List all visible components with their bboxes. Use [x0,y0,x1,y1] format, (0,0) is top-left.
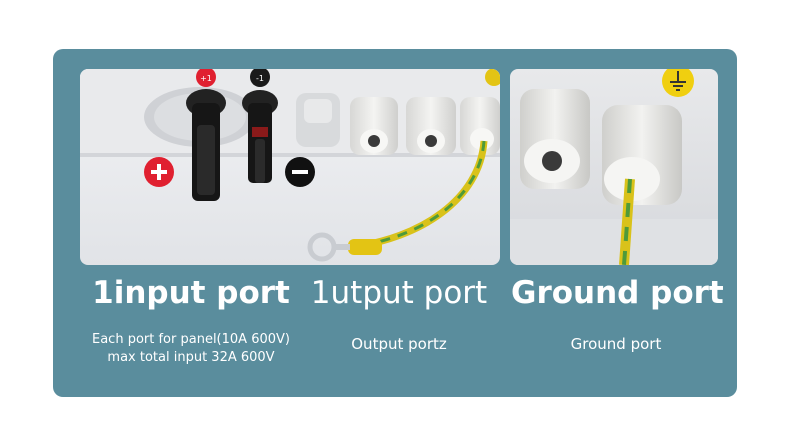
ground-photo [510,69,718,265]
input-port-title: 1input port [92,275,290,311]
output-port-description: Output portz [351,335,447,353]
ground-port-title: Ground port [511,275,724,311]
input-port-line-2: max total input 32A 600V [107,350,275,365]
ground-symbol-icon [485,69,500,86]
output-port-title: 1utput port [310,275,488,311]
ground-gland-right [602,105,682,205]
ports-illustration: +1 -1 [80,69,500,265]
feature-panel: +1 -1 [53,49,737,397]
input-port-line-1: Each port for panel(10A 600V) [92,332,290,347]
positive-tag [196,69,216,87]
cable-gland-2 [406,97,456,155]
ground-illustration [510,69,718,265]
negative-tag-label: -1 [256,74,264,83]
positive-tag-label: +1 [200,74,212,83]
cable-gland-1 [350,97,398,155]
mc4-positive-connector [186,89,226,201]
ground-port-description: Ground port [570,335,662,353]
ground-gland-left [520,89,590,189]
negative-tag [250,69,270,87]
input-port-description: Each port for panel(10A 600V) max total … [71,331,311,367]
mc4-negative-connector [242,90,278,183]
ring-terminal-sleeve [348,239,382,255]
ports-photo: +1 -1 [80,69,500,265]
cable-gland-3 [460,97,500,155]
blanking-plug [296,93,340,147]
